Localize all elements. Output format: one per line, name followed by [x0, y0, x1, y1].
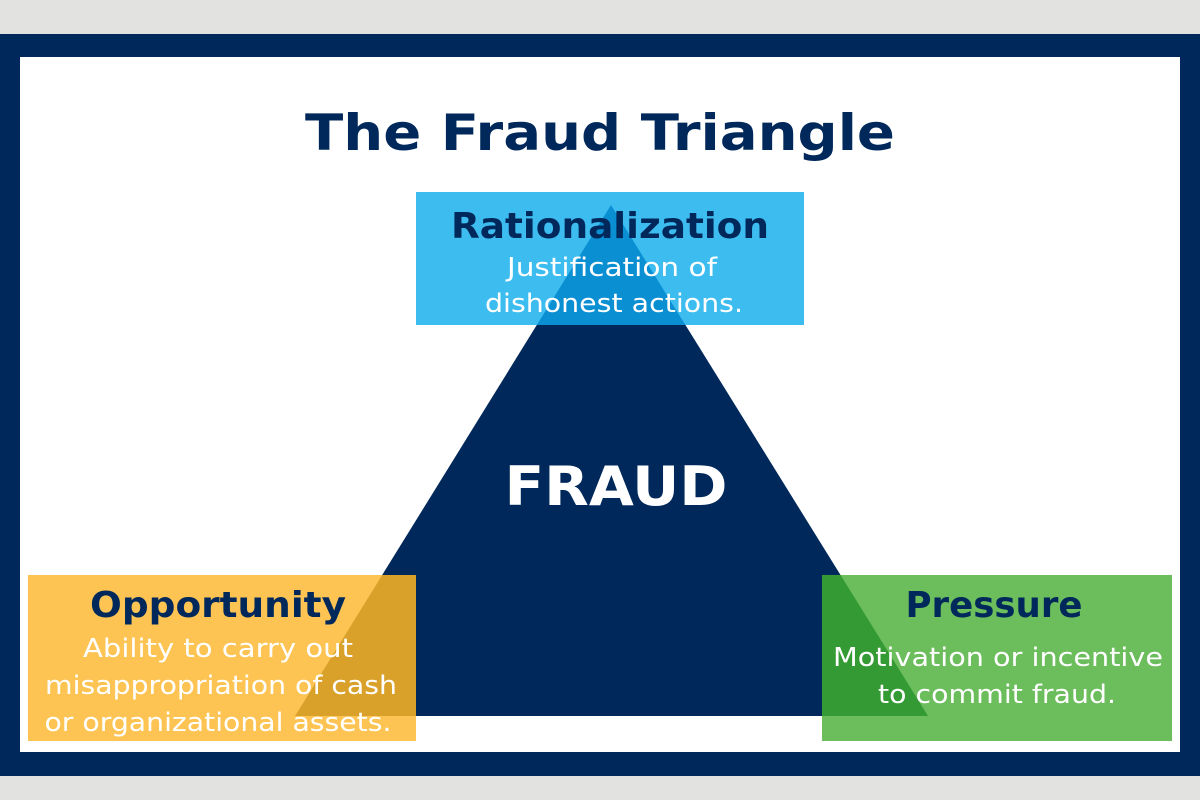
fraud-label: FRAUD [505, 455, 728, 518]
rationalization-heading: Rationalization [451, 206, 769, 247]
page-title: The Fraud Triangle [305, 104, 895, 162]
opportunity-heading: Opportunity [90, 585, 346, 626]
rationalization-line: Justification of [505, 253, 718, 283]
opportunity-line: misappropriation of cash [45, 671, 397, 701]
pressure-line: to commit fraud. [878, 680, 1116, 710]
opportunity-line: or organizational assets. [45, 708, 392, 738]
triangle-shape [295, 205, 928, 716]
pressure-heading: Pressure [906, 585, 1083, 626]
rationalization-line: dishonest actions. [485, 289, 743, 319]
opportunity-line: Ability to carry out [83, 634, 353, 664]
pressure-line: Motivation or incentive [833, 643, 1163, 673]
